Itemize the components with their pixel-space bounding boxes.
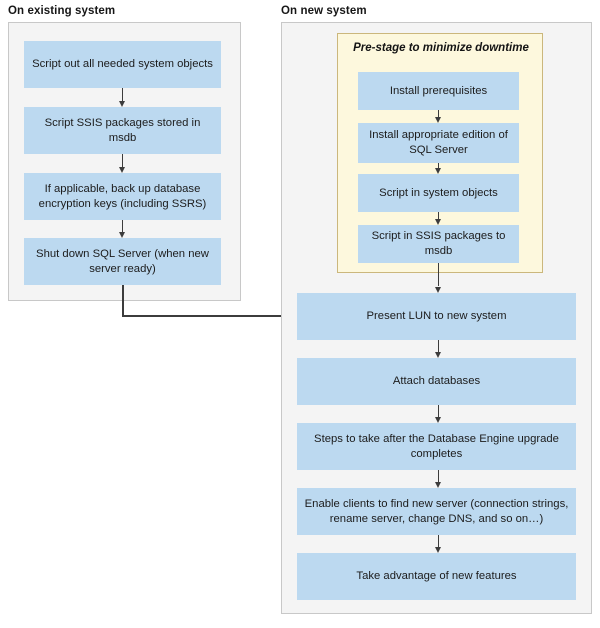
node-backup-encryption-keys[interactable]: If applicable, back up database encrypti…: [24, 173, 221, 220]
node-script-in-ssis-packages[interactable]: Script in SSIS packages to msdb: [358, 225, 519, 263]
node-enable-clients-find-new-server[interactable]: Enable clients to find new server (conne…: [297, 488, 576, 535]
node-steps-after-database-engine-upgrade[interactable]: Steps to take after the Database Engine …: [297, 423, 576, 470]
node-install-sql-server-edition[interactable]: Install appropriate edition of SQL Serve…: [358, 123, 519, 163]
group-pre-stage-label: Pre-stage to minimize downtime: [353, 42, 529, 54]
panel-title-existing-system: On existing system: [8, 5, 116, 17]
node-script-ssis-packages[interactable]: Script SSIS packages stored in msdb: [24, 107, 221, 154]
node-shut-down-sql-server[interactable]: Shut down SQL Server (when new server re…: [24, 238, 221, 285]
node-attach-databases[interactable]: Attach databases: [297, 358, 576, 405]
node-install-prerequisites[interactable]: Install prerequisites: [358, 72, 519, 110]
node-script-in-system-objects[interactable]: Script in system objects: [358, 174, 519, 212]
node-take-advantage-of-new-features[interactable]: Take advantage of new features: [297, 553, 576, 600]
node-present-lun-to-new-system[interactable]: Present LUN to new system: [297, 293, 576, 340]
node-script-out-system-objects[interactable]: Script out all needed system objects: [24, 41, 221, 88]
panel-title-new-system: On new system: [281, 5, 367, 17]
